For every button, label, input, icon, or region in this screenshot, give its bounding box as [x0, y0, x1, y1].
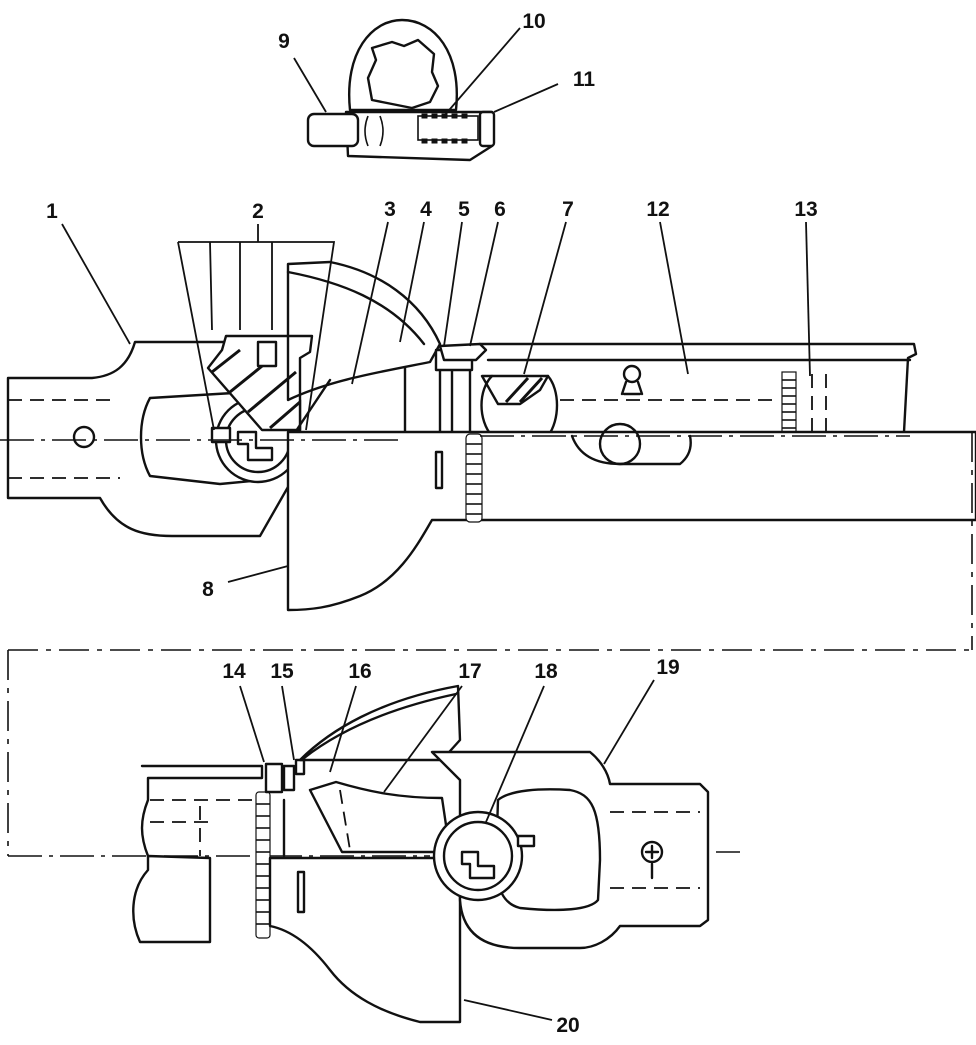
- callout-labels: 1 2 3 4 5 6 7 8 9 10 11 12 13 14 15 16 1…: [46, 10, 818, 1037]
- callout-8: 8: [202, 578, 214, 601]
- callout-19: 19: [656, 656, 679, 679]
- callout-4: 4: [420, 198, 432, 221]
- callout-2: 2: [252, 200, 264, 223]
- callout-6: 6: [494, 198, 506, 221]
- callout-15: 15: [270, 660, 294, 683]
- callout-17: 17: [458, 660, 481, 683]
- upper-shaft-section: [0, 241, 976, 612]
- collar-spring-coils: [421, 113, 468, 144]
- callout-16: 16: [348, 660, 371, 683]
- callout-12: 12: [646, 198, 669, 221]
- callout-20: 20: [556, 1014, 579, 1037]
- upper-knurl-ring-13: [781, 371, 797, 435]
- locking-collar-detail: [306, 18, 496, 162]
- callout-leaders: [61, 27, 811, 1021]
- callout-13: 13: [794, 198, 817, 221]
- upper-knurl-sleeve: [465, 433, 483, 523]
- callout-7: 7: [562, 198, 574, 221]
- callout-9: 9: [278, 30, 290, 53]
- callout-10: 10: [522, 10, 545, 33]
- lower-knurl-sleeve: [255, 791, 271, 939]
- callout-1: 1: [46, 200, 58, 223]
- callout-14: 14: [222, 660, 246, 683]
- callout-5: 5: [458, 198, 470, 221]
- lower-shaft-section: [132, 684, 710, 1024]
- callout-11: 11: [573, 68, 596, 91]
- callout-18: 18: [534, 660, 558, 683]
- callout-3: 3: [384, 198, 396, 221]
